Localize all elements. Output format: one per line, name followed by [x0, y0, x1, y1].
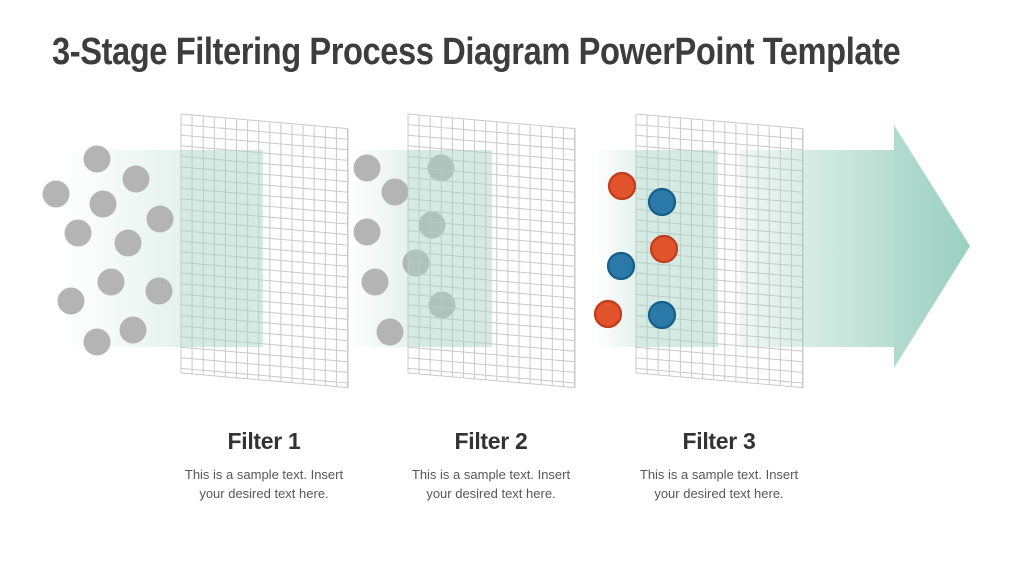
particle-orange — [649, 234, 679, 264]
particle-blue — [606, 251, 636, 281]
flow-arrow-head — [894, 125, 970, 368]
particle-orange — [593, 299, 623, 329]
particle-gray — [114, 229, 142, 257]
particle-gray — [89, 190, 117, 218]
particle-gray — [119, 316, 147, 344]
particle-orange — [607, 171, 637, 201]
flow-beam-mesh-1 — [181, 150, 263, 347]
stage-caption-2: Filter 2 This is a sample text. Insert y… — [381, 428, 601, 504]
stage-description-3: This is a sample text. Insert your desir… — [639, 467, 799, 501]
particle-gray — [122, 165, 150, 193]
filter-mesh-1 — [180, 113, 349, 389]
stage-label-1: Filter 1 — [227, 428, 301, 454]
stage-label-3: Filter 3 — [682, 428, 756, 454]
flow-beam-mesh-2 — [408, 150, 492, 347]
particle-gray — [57, 287, 85, 315]
particle-gray — [64, 219, 92, 247]
stage-description-2: This is a sample text. Insert your desir… — [411, 467, 571, 501]
particle-gray — [97, 268, 125, 296]
particle-gray — [146, 205, 174, 233]
particle-gray — [376, 318, 404, 346]
particle-gray — [353, 218, 381, 246]
particle-gray — [361, 268, 389, 296]
slide-title: 3-Stage Filtering Process Diagram PowerP… — [52, 31, 901, 73]
particle-gray — [381, 178, 409, 206]
stage-description-1: This is a sample text. Insert your desir… — [184, 467, 344, 501]
flow-arrow-body — [740, 150, 894, 347]
stage-caption-3: Filter 3 This is a sample text. Insert y… — [609, 428, 829, 504]
particle-gray — [83, 145, 111, 173]
particle-blue — [647, 187, 677, 217]
particle-blue — [647, 300, 677, 330]
particle-gray — [83, 328, 111, 356]
particle-gray — [42, 180, 70, 208]
particle-gray — [145, 277, 173, 305]
stage-label-2: Filter 2 — [454, 428, 528, 454]
filter-mesh-2 — [407, 113, 576, 389]
particle-gray — [353, 154, 381, 182]
stage-caption-1: Filter 1 This is a sample text. Insert y… — [154, 428, 374, 504]
